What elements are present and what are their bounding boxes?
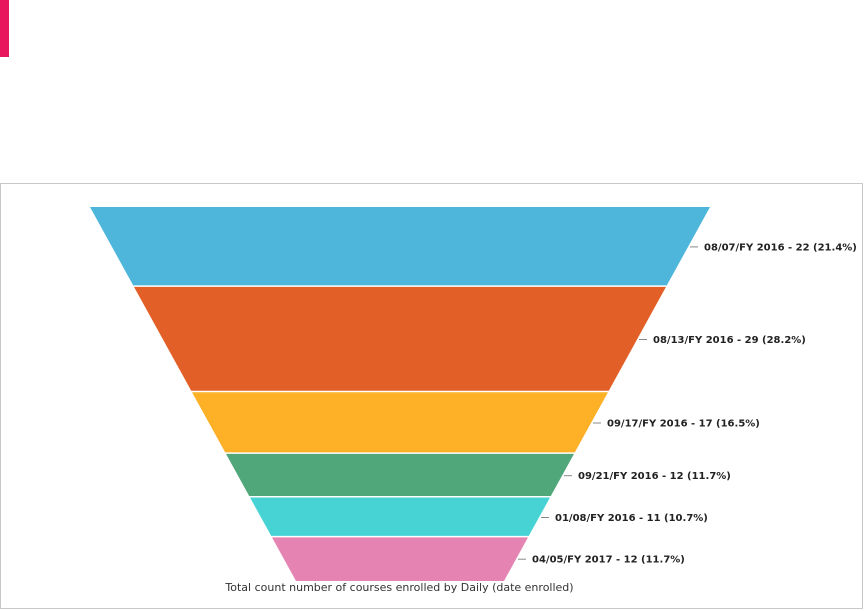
funnel-label-4: 09/21/FY 2016 - 12 (11.7%) bbox=[578, 471, 731, 482]
funnel-segment-6[interactable] bbox=[272, 537, 528, 581]
funnel-segment-3[interactable] bbox=[192, 392, 608, 453]
funnel-label-2: 08/13/FY 2016 - 29 (28.2%) bbox=[653, 335, 806, 346]
funnel-segment-2[interactable] bbox=[134, 286, 666, 391]
funnel-label-1: 08/07/FY 2016 - 22 (21.4%) bbox=[704, 242, 857, 253]
funnel-label-3: 09/17/FY 2016 - 17 (16.5%) bbox=[607, 419, 760, 430]
funnel-label-6: 04/05/FY 2017 - 12 (11.7%) bbox=[532, 555, 685, 566]
funnel-chart: 08/07/FY 2016 - 22 (21.4%) 08/13/FY 2016 … bbox=[0, 183, 863, 609]
funnel-segment-4[interactable] bbox=[226, 453, 574, 496]
chart-caption: Total count number of courses enrolled b… bbox=[225, 581, 574, 594]
accent-bar bbox=[0, 0, 9, 57]
funnel-label-5: 01/08/FY 2016 - 11 (10.7%) bbox=[555, 513, 708, 524]
funnel-segment-5[interactable] bbox=[250, 497, 550, 536]
funnel-segment-1[interactable] bbox=[90, 207, 710, 286]
funnel-plot: 08/07/FY 2016 - 22 (21.4%) 08/13/FY 2016 … bbox=[90, 207, 857, 581]
